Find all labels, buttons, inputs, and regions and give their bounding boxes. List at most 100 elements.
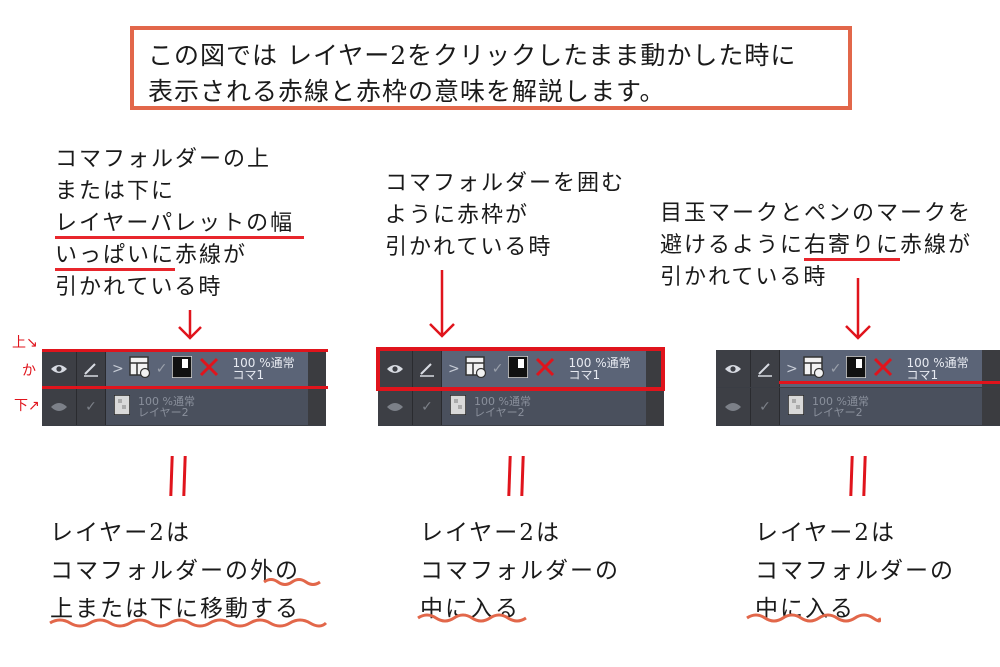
squiggle-underline-1 (48, 617, 328, 629)
result-1: レイヤー2は コマフォルダーの外の 上または下に移動する (50, 514, 300, 628)
folder-row-main[interactable]: > ✓ 100 %通常 コマ1 (106, 350, 308, 387)
red-line-right-shifted (779, 381, 1000, 384)
layer-thumbnail-icon (787, 393, 805, 419)
folder-opacity-mode: 100 %通常 (568, 355, 631, 370)
eye-icon-dim[interactable] (378, 388, 413, 425)
caption-1-line-3: レイヤーパレットの幅 (55, 208, 305, 240)
folder-row-main[interactable]: > ✓ 100 %通常 コマ1 (780, 350, 982, 387)
handwritten-or: か (22, 363, 36, 379)
handwritten-up: 上↘ (12, 335, 38, 351)
scrollbar[interactable] (308, 350, 326, 387)
red-line-below (42, 386, 328, 389)
result-2-line-1: レイヤー2は (420, 520, 561, 546)
eye-icon[interactable] (378, 350, 413, 387)
pen-icon[interactable] (413, 350, 442, 387)
layer-panel-3: > ✓ 100 %通常 コマ1 ✓ 100 %通常 レイヤー2 (716, 350, 1000, 426)
down-arrow-icon (843, 278, 873, 342)
layer-label: 100 %通常 レイヤー2 (474, 396, 531, 418)
caption-1-line-1: コマフォルダーの上 (55, 147, 272, 172)
title-line-2: 表示される赤線と赤枠の意味を解説します。 (148, 77, 666, 106)
caption-1-line-5: 引かれている時 (55, 275, 223, 300)
pen-icon[interactable] (751, 350, 780, 387)
scrollbar[interactable] (646, 350, 664, 387)
title-box: この図では レイヤー2をクリックしたまま動かした時に 表示される赤線と赤枠の意味… (130, 26, 852, 110)
folder-label: 100 %通常 コマ1 (568, 357, 630, 381)
squiggle-underline-outside (262, 577, 322, 587)
layer-name: レイヤー2 (474, 405, 525, 419)
layer-name: レイヤー2 (138, 405, 189, 419)
caption-3: 目玉マークとペンのマークを 避けるように右寄りに赤線が 引かれている時 (660, 198, 972, 294)
frame-folder-icon (802, 355, 825, 382)
check-icon: ✓ (829, 360, 842, 377)
layer-label: 100 %通常 レイヤー2 (138, 396, 195, 418)
chevron-right-icon[interactable]: > (448, 360, 460, 377)
caption-3-line-2: 避けるように右寄りに赤線が (660, 230, 972, 262)
red-line-above (42, 349, 328, 352)
caption-3-line-3: 引かれている時 (660, 265, 828, 290)
layer-opacity-mode: 100 %通常 (812, 394, 869, 408)
squiggle-underline-3 (745, 612, 881, 624)
squiggle-underline-2 (416, 612, 532, 624)
layer-row-main[interactable]: 100 %通常 レイヤー2 (780, 388, 982, 425)
scrollbar-lower[interactable] (308, 388, 326, 425)
eye-icon-dim[interactable] (42, 388, 77, 425)
caption-1: コマフォルダーの上 または下に レイヤーパレットの幅 いっぱいに赤線が 引かれて… (55, 144, 305, 304)
layer-opacity-mode: 100 %通常 (474, 394, 531, 408)
chevron-right-icon[interactable]: > (112, 360, 124, 377)
pen-icon[interactable] (77, 350, 106, 387)
folder-name: コマ1 (232, 367, 265, 382)
down-arrow-icon (177, 310, 203, 340)
down-arrow-icon (427, 270, 457, 340)
eye-icon-dim[interactable] (716, 388, 751, 425)
result-3-line-2: コマフォルダーの (755, 558, 955, 584)
caption-3-underline: 右寄りに (804, 233, 901, 261)
check-icon-dim[interactable]: ✓ (77, 388, 106, 425)
result-1-line-1: レイヤー2は (50, 520, 191, 546)
frame-folder-icon (128, 355, 151, 382)
folder-name: コマ1 (906, 367, 939, 382)
layer-row[interactable]: ✓ 100 %通常 レイヤー2 (378, 388, 664, 425)
folder-name: コマ1 (568, 367, 601, 382)
title-line-1: この図では レイヤー2をクリックしたまま動かした時に (148, 41, 797, 70)
caption-1-underline-a: レイヤーパレットの幅 (55, 211, 305, 239)
folder-label: 100 %通常 コマ1 (906, 357, 968, 381)
result-2-line-2: コマフォルダーの (420, 558, 620, 584)
layer-row-main[interactable]: 100 %通常 レイヤー2 (106, 388, 308, 425)
folder-row[interactable]: > ✓ 100 %通常 コマ1 (716, 350, 1000, 387)
layer-row[interactable]: ✓ 100 %通常 レイヤー2 (42, 388, 326, 425)
caption-1-red-line-text: 赤線が (175, 243, 248, 268)
result-1-outside: 外 (250, 558, 275, 584)
folder-row-main[interactable]: > ✓ 100 %通常 コマ1 (442, 350, 646, 387)
layer-row-main[interactable]: 100 %通常 レイヤー2 (442, 388, 646, 425)
result-3: レイヤー2は コマフォルダーの 中に入る (755, 514, 955, 628)
result-1-line-2: コマフォルダーの外の (50, 558, 300, 584)
caption-2-line-1: コマフォルダーを囲む (385, 171, 626, 196)
eye-icon[interactable] (716, 350, 751, 387)
equals-marker (503, 456, 529, 496)
result-1-line-3: 上または下に移動する (50, 596, 300, 622)
eye-icon[interactable] (42, 350, 77, 387)
folder-row[interactable]: > ✓ 100 %通常 コマ1 (378, 350, 664, 387)
layer-label: 100 %通常 レイヤー2 (812, 396, 869, 418)
layer-opacity-mode: 100 %通常 (138, 394, 195, 408)
frame-folder-icon (464, 355, 487, 382)
scrollbar[interactable] (982, 350, 1000, 387)
caption-1-underline-b: いっぱいに (55, 243, 176, 271)
red-frame (376, 347, 665, 391)
check-icon: ✓ (155, 360, 168, 377)
caption-2-line-2: ように赤枠が (385, 203, 530, 228)
layer-panel-1: > ✓ 100 %通常 コマ1 ✓ 100 %通常 レイヤー2 (42, 350, 326, 426)
layer-name: レイヤー2 (812, 405, 863, 419)
handwritten-down: 下↗ (14, 398, 40, 414)
check-icon-dim[interactable]: ✓ (751, 388, 780, 425)
layer-row[interactable]: ✓ 100 %通常 レイヤー2 (716, 388, 1000, 425)
caption-2-line-3: 引かれている時 (385, 235, 553, 260)
mask-thumbnail-icon (171, 354, 194, 382)
folder-opacity-mode: 100 %通常 (906, 355, 969, 370)
scrollbar-lower[interactable] (982, 388, 1000, 425)
check-icon-dim[interactable]: ✓ (413, 388, 442, 425)
chevron-right-icon[interactable]: > (786, 360, 798, 377)
folder-row[interactable]: > ✓ 100 %通常 コマ1 (42, 350, 326, 387)
caption-1-line-2: または下に (55, 179, 176, 204)
scrollbar-lower[interactable] (646, 388, 664, 425)
